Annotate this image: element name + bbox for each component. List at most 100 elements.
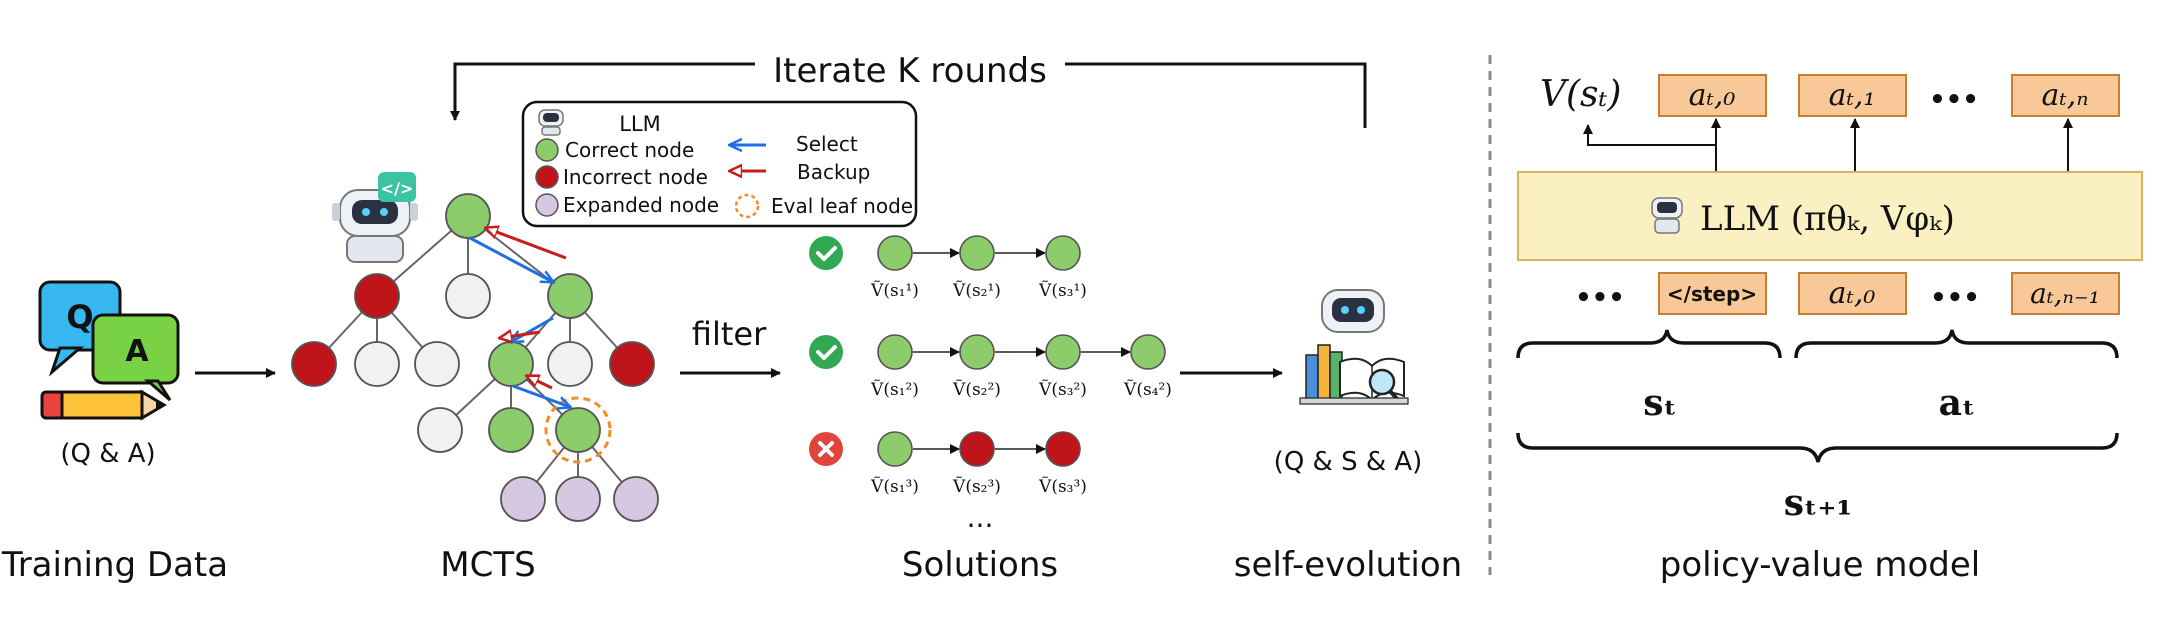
tree-node-expanded: [555, 476, 601, 522]
tree-node-correct: [488, 407, 534, 453]
solutions-ellipsis: ...: [967, 501, 994, 534]
solution-node-incorrect: [959, 431, 995, 467]
filter-label: filter: [692, 315, 767, 353]
robot-icon: </>: [332, 172, 418, 263]
top-token-1-text: aₜ,₁: [1829, 78, 1876, 113]
legend-llm-icon: [538, 109, 564, 136]
check-icon: [809, 236, 843, 270]
policy-value-model: V(sₜ) aₜ,₀ aₜ,₁ ••• aₜ,ₙ LLM (πθₖ, Vφₖ) …: [1516, 74, 2143, 524]
legend-eval-circle: [734, 193, 760, 219]
evolution-title: self-evolution: [1234, 545, 1462, 585]
top-token-0: [1658, 74, 1767, 117]
solution-node-correct: [1130, 334, 1166, 370]
a-bubble-text: A: [125, 334, 149, 369]
brace-next-label: sₜ₊₁: [1784, 482, 1852, 524]
check-mark: [816, 345, 837, 360]
bottom-token-0-text: aₜ,₀: [1829, 276, 1876, 311]
brace-a: [1794, 329, 2119, 359]
legend-incorrect-dot: [535, 165, 559, 189]
svg-text:</>: </>: [381, 179, 414, 198]
llm-robot-icon: [1651, 197, 1683, 234]
tree-node-correct: [547, 273, 593, 319]
solution-value-label: Ṽ(s₂³): [952, 476, 1001, 497]
iterate-loop: Iterate K rounds: [450, 51, 1367, 128]
mcts-title: MCTS: [440, 545, 535, 585]
legend-expanded: Expanded node: [563, 193, 719, 217]
legend-backup: Backup: [797, 160, 870, 184]
top-token-1: [1798, 74, 1907, 117]
tree-node-empty: [414, 341, 460, 387]
value-head-arrow: [1583, 124, 1717, 172]
backup-arrow: [500, 332, 541, 338]
tree-node-incorrect: [609, 341, 655, 387]
check-icon: [809, 335, 843, 369]
brace-next: [1516, 432, 2119, 463]
llm-bar: [1517, 171, 2143, 261]
solution-node-incorrect: [1045, 431, 1081, 467]
backup-arrow: [486, 228, 567, 260]
pencil-icon: [40, 389, 167, 421]
tree-node-empty: [354, 341, 400, 387]
training-data-icon: Q A: [38, 280, 180, 421]
solution-node-correct: [877, 431, 913, 467]
solution-value-label: Ṽ(s₂¹): [952, 280, 1001, 301]
tree-node-empty: [445, 273, 491, 319]
bottom-token-step-text: </step>: [1667, 282, 1757, 306]
solutions: Ṽ(s₁¹)Ṽ(s₂¹)Ṽ(s₃¹)Ṽ(s₁²)Ṽ(s₂²)Ṽ(s₃²)Ṽ(s₄…: [809, 235, 1172, 497]
value-output-label: V(sₜ): [1540, 74, 1621, 115]
select-arrow: [511, 316, 554, 342]
tree-node-correct: [445, 193, 491, 239]
tree-node-empty: [547, 341, 593, 387]
brace-a-label: aₜ: [1939, 382, 1976, 424]
solution-value-label: Ṽ(s₁³): [870, 476, 919, 497]
solution-node-correct: [959, 334, 995, 370]
legend-correct-dot: [535, 138, 559, 162]
q-bubble-text: Q: [66, 298, 93, 336]
legend-correct: Correct node: [565, 138, 694, 162]
bottom-ellipsis-left: •••: [1575, 283, 1625, 313]
brace-s: [1516, 329, 1782, 359]
legend-llm: LLM: [619, 112, 661, 136]
mcts-tree: [291, 193, 659, 522]
iterate-label: Iterate K rounds: [773, 51, 1047, 91]
code-bubble-icon: [378, 172, 416, 202]
tree-node-correct: [555, 407, 601, 453]
solution-node-correct: [877, 235, 913, 271]
eval-leaf-highlight: [544, 396, 612, 464]
backup-arrow: [527, 376, 553, 390]
solution-value-label: Ṽ(s₁²): [870, 379, 919, 400]
solution-node-correct: [1045, 235, 1081, 271]
solution-value-label: Ṽ(s₂²): [952, 379, 1001, 400]
bottom-token-0: [1798, 272, 1907, 315]
legend-expanded-dot: [535, 193, 559, 217]
model-title: policy-value model: [1660, 545, 1980, 585]
check-mark: [816, 246, 837, 261]
legend-select: Select: [796, 132, 858, 156]
solution-value-label: Ṽ(s₃¹): [1038, 280, 1087, 301]
top-token-n-text: aₜ,ₙ: [2042, 78, 2089, 113]
legend-eval: Eval leaf node: [771, 194, 913, 218]
solution-value-label: Ṽ(s₃²): [1038, 379, 1087, 400]
top-token-0-text: aₜ,₀: [1689, 78, 1736, 113]
bottom-ellipsis-right: •••: [1930, 283, 1980, 313]
llm-label: LLM (πθₖ, Vφₖ): [1700, 199, 1955, 239]
tree-node-empty: [417, 407, 463, 453]
tree-node-expanded: [500, 476, 546, 522]
solutions-title: Solutions: [902, 545, 1058, 585]
select-arrow: [512, 384, 570, 407]
tree-node-expanded: [613, 476, 659, 522]
bottom-token-step: [1658, 272, 1767, 315]
solution-node-correct: [959, 235, 995, 271]
solution-value-label: Ṽ(s₃³): [1038, 476, 1087, 497]
solution-node-correct: [877, 334, 913, 370]
top-token-n: [2011, 74, 2120, 117]
tree-node-incorrect: [291, 341, 337, 387]
solution-node-correct: [1045, 334, 1081, 370]
training-title: Training Data: [1, 545, 228, 585]
select-arrow: [469, 236, 553, 282]
tree-node-incorrect: [354, 273, 400, 319]
bottom-token-n-1-text: aₜ,ₙ₋₁: [2030, 277, 2100, 310]
brace-s-label: sₜ: [1643, 382, 1677, 424]
legend-incorrect: Incorrect node: [563, 165, 708, 189]
